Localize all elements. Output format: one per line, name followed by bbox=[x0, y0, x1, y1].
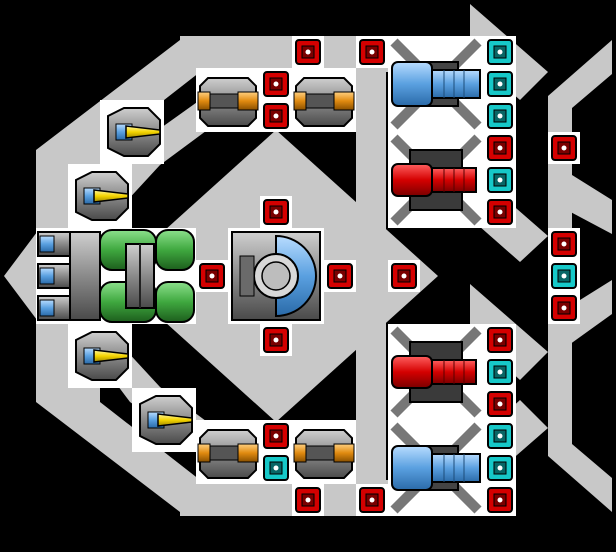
yellow-cannon-3 bbox=[75, 331, 129, 381]
red-module-19[interactable] bbox=[260, 324, 292, 356]
red-module-1[interactable] bbox=[292, 36, 324, 68]
thruster-bank[interactable] bbox=[37, 231, 101, 321]
red-module-8[interactable] bbox=[484, 132, 516, 164]
thruster-blue-3[interactable] bbox=[37, 295, 71, 321]
cyan-module-3[interactable] bbox=[484, 36, 516, 68]
red-module-18[interactable] bbox=[548, 292, 580, 324]
module-layer bbox=[196, 36, 580, 516]
large-blue-cannons[interactable] bbox=[390, 38, 482, 514]
red-module-28[interactable] bbox=[292, 484, 324, 516]
cyan-module-21[interactable] bbox=[484, 356, 516, 388]
thruster-blue-1[interactable] bbox=[37, 231, 71, 257]
orange-gun-3 bbox=[197, 429, 259, 479]
hull-right-column bbox=[356, 36, 386, 516]
red-module-11[interactable] bbox=[548, 132, 580, 164]
cyan-module-7[interactable] bbox=[484, 100, 516, 132]
cyan-module-5[interactable] bbox=[484, 68, 516, 100]
thruster-blue-2[interactable] bbox=[37, 263, 71, 289]
red-module-23[interactable] bbox=[484, 388, 516, 420]
red-module-10[interactable] bbox=[484, 196, 516, 228]
yellow-cannon-2 bbox=[75, 171, 129, 221]
red-module-16[interactable] bbox=[548, 228, 580, 260]
fuel-tank-assembly[interactable] bbox=[99, 229, 195, 323]
hull-left-point bbox=[4, 228, 40, 324]
red-module-2[interactable] bbox=[356, 36, 388, 68]
cyan-module-26[interactable] bbox=[484, 452, 516, 484]
yellow-cannon-4 bbox=[139, 395, 193, 445]
orange-gun-1 bbox=[197, 77, 259, 127]
ship-core[interactable] bbox=[231, 231, 321, 321]
large-red-cannon-2 bbox=[390, 326, 482, 418]
red-module-6[interactable] bbox=[260, 100, 292, 132]
red-module-14[interactable] bbox=[324, 260, 356, 292]
orange-gun-2 bbox=[293, 77, 355, 127]
red-module-27[interactable] bbox=[484, 484, 516, 516]
red-module-12[interactable] bbox=[260, 196, 292, 228]
large-red-cannon-1 bbox=[390, 134, 482, 226]
red-module-4[interactable] bbox=[260, 68, 292, 100]
yellow-cannons[interactable] bbox=[75, 107, 193, 445]
orange-guns[interactable] bbox=[197, 77, 355, 479]
large-blue-cannon-1 bbox=[390, 38, 482, 130]
yellow-cannon-1 bbox=[107, 107, 161, 157]
cyan-module-24[interactable] bbox=[260, 452, 292, 484]
cyan-module-9[interactable] bbox=[484, 164, 516, 196]
red-module-13[interactable] bbox=[196, 260, 228, 292]
red-module-15[interactable] bbox=[388, 260, 420, 292]
cyan-module-17[interactable] bbox=[548, 260, 580, 292]
red-module-29[interactable] bbox=[356, 484, 388, 516]
large-red-cannons[interactable] bbox=[390, 134, 482, 418]
large-blue-cannon-2 bbox=[390, 422, 482, 514]
orange-gun-4 bbox=[293, 429, 355, 479]
cyan-module-22[interactable] bbox=[484, 420, 516, 452]
red-module-25[interactable] bbox=[260, 420, 292, 452]
red-module-20[interactable] bbox=[484, 324, 516, 356]
